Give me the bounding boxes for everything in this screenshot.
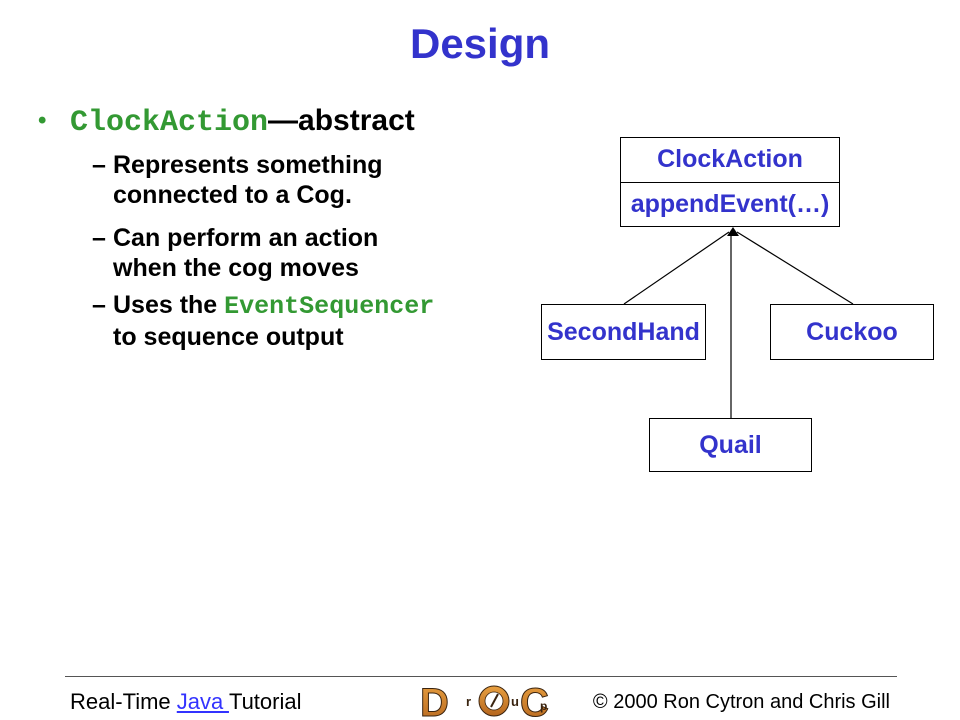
inheritance-line-cuckoo: [736, 231, 854, 305]
main-bullet-content: ClockAction—abstract: [70, 101, 415, 143]
doc-group-logo: D r u C p: [420, 682, 550, 720]
sub-bullet-text: Uses the: [113, 291, 225, 319]
footer-suffix: Tutorial: [228, 689, 302, 714]
uml-class-cuckoo: Cuckoo: [770, 304, 934, 360]
sub-bullet-marker: –: [92, 291, 106, 319]
sub-bullet-line: when the cog moves: [113, 254, 359, 282]
sub-bullet-line: Represents something: [113, 151, 383, 179]
inheritance-line-secondhand: [623, 231, 730, 305]
footer-divider: [65, 676, 897, 677]
uml-class-method: appendEvent(…): [621, 181, 839, 227]
sub-bullet-marker: –: [92, 224, 106, 252]
logo-letter-p: p: [540, 699, 547, 713]
uml-class-name: Cuckoo: [806, 317, 898, 346]
logo-letter-r: r: [466, 694, 471, 709]
slide-title: Design: [409, 20, 551, 67]
uml-class-name: SecondHand: [547, 317, 700, 346]
footer-prefix: Real-Time: [70, 689, 177, 714]
bullet-marker: •: [38, 107, 47, 134]
uml-class-quail: Quail: [649, 418, 812, 472]
uml-class-name: Quail: [699, 430, 762, 459]
uml-class-name: ClockAction: [657, 145, 803, 174]
copyright-notice: © 2000 Ron Cytron and Chris Gill: [592, 691, 890, 713]
sub-bullet-marker: –: [92, 151, 106, 179]
java-link[interactable]: Java: [176, 689, 229, 714]
logo-letter-d: D: [420, 682, 449, 720]
class-name-code: ClockAction: [70, 106, 269, 140]
uml-class-secondhand: SecondHand: [541, 304, 706, 360]
main-bullet-text: —abstract: [268, 104, 415, 137]
sub-bullet-line: Uses the EventSequencer: [113, 290, 434, 322]
logo-letter-u: u: [511, 694, 519, 709]
event-sequencer-code: EventSequencer: [224, 292, 435, 321]
sub-bullet-line: connected to a Cog.: [113, 181, 352, 209]
clock-icon: [478, 685, 510, 717]
sub-bullet-line: Can perform an action: [113, 224, 379, 252]
sub-bullet-line: to sequence output: [113, 323, 344, 351]
inheritance-arrowhead: [727, 227, 739, 236]
footer-tutorial-title: Real-Time Java Tutorial: [70, 688, 302, 716]
logo-letter-c: C: [520, 682, 549, 720]
uml-class-clockaction: ClockAction appendEvent(…): [620, 137, 840, 227]
